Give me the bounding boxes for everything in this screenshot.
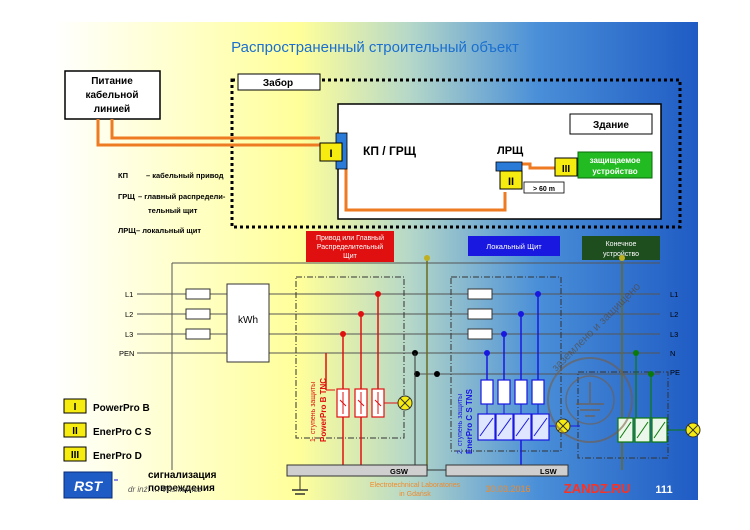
zone-end-line-2: устройство — [603, 250, 639, 258]
main-stage-signal-lamp — [397, 395, 413, 411]
zone-local-label: Локальный Щит — [486, 242, 542, 251]
supply-line-1: Питание — [91, 76, 133, 87]
power-lines — [137, 262, 660, 470]
legend-name-3: EnerPro D — [93, 451, 142, 462]
protected-device-line-1: защищаемое — [590, 156, 641, 165]
main-stage-spd: 1. ступень защиты PowerPro B TNC — [310, 291, 413, 465]
legend-mark-2: II — [72, 426, 78, 437]
gsw-label: GSW — [390, 467, 409, 476]
legend-name-2: EnerPro C S — [93, 427, 152, 438]
legend: I PowerPro B II EnerPro C S III EnerPro … — [63, 398, 152, 462]
signal-label-2: повреждения — [148, 483, 215, 494]
main-stage-label-2: PowerPro B TNC — [319, 378, 328, 442]
abbr-grsch-desc-2: тельный щит — [148, 206, 198, 215]
footer-page-number: 111 — [655, 484, 672, 496]
kwh-meter: kWh — [226, 283, 270, 363]
legend-name-1: PowerPro B — [93, 403, 150, 414]
footer: RST dr inż. … Wiśniewicz Electrotechnica… — [63, 471, 673, 499]
footer-author: dr inż. … Wiśniewicz — [128, 485, 202, 494]
abbr-lrsch-desc: – локальный щит — [136, 226, 201, 235]
local-panel-level-mark: II — [508, 176, 514, 188]
legend-item-2: II EnerPro C S — [63, 422, 152, 438]
main-panel-level-mark: I — [329, 148, 332, 160]
end-stage-spd — [617, 350, 701, 443]
end-stage-signal-lamp — [685, 422, 701, 438]
left-label-l1: L1 — [125, 290, 133, 299]
zone-main-line-1: Привод или Главный — [316, 234, 384, 242]
local-stage-spd: 2. ступень защиты EnerPro C S TNS — [457, 291, 580, 465]
lsw-label: LSW — [540, 467, 558, 476]
main-stage-label-1: 1. ступень защиты — [310, 382, 317, 442]
footer-center-1: Electrotechnical Laboratories — [370, 482, 461, 489]
building-box: Здание — [337, 103, 662, 220]
fence-label: Забор — [263, 77, 293, 89]
right-label-l3: L3 — [670, 330, 678, 339]
abbr-lrsch: ЛРЩ — [118, 226, 136, 235]
protected-device-line-2: устройство — [592, 167, 637, 176]
device-level-mark: III — [562, 164, 571, 175]
local-stage-fuses — [467, 288, 493, 340]
local-zone-box — [450, 276, 562, 452]
signal-label-1: сигнализация — [148, 470, 217, 481]
local-panel-label: ЛРЩ — [497, 145, 524, 157]
legend-mark-3: III — [71, 450, 80, 461]
protected-device: III защищаемое устройство — [554, 151, 653, 179]
end-zone-box — [577, 371, 669, 459]
footer-date: 30.03.2016 — [485, 484, 530, 494]
abbr-grsch: ГРЩ — [118, 192, 135, 201]
local-stage-label-1: 2. ступень защиты — [457, 394, 464, 454]
right-label-l1: L1 — [670, 290, 678, 299]
legend-mark-1: I — [74, 402, 77, 413]
zone-end-line-1: Конечное — [606, 241, 637, 248]
zone-main-line-2: Распределительный — [317, 243, 383, 251]
supply-line-2: кабельной — [85, 89, 138, 101]
right-line-labels: L1 L2 L3 N PE — [670, 290, 680, 377]
zone-local-header: Локальный Щит — [468, 236, 560, 256]
local-panel: ЛРЩ II > 60 m — [495, 145, 565, 194]
supply-box: Питание кабельной линией — [64, 70, 161, 120]
zone-main-header: Привод или Главный Распределительный Щит — [306, 231, 394, 262]
left-label-pen: PEN — [119, 349, 134, 358]
lsw-bar: LSW — [445, 464, 569, 477]
left-line-labels: L1 L2 L3 PEN — [119, 290, 134, 358]
abbreviation-list: КП – кабельный привод ГРЩ – главный расп… — [118, 171, 226, 235]
legend-item-3: III EnerPro D — [63, 446, 142, 462]
abbr-grsch-desc: – главный распредели- — [138, 192, 226, 201]
left-label-l2: L2 — [125, 310, 133, 319]
abbr-kp-desc: – кабельный привод — [146, 171, 224, 180]
left-label-l3: L3 — [125, 330, 133, 339]
building-label: Здание — [593, 120, 629, 131]
supply-line-3: линией — [94, 104, 130, 115]
right-label-n: N — [670, 349, 675, 358]
local-stage-label-2: EnerPro C S TNS — [465, 388, 474, 454]
legend-item-1: I PowerPro B — [63, 398, 150, 414]
distance-label: > 60 m — [533, 186, 555, 193]
slide-title: Распространенный строительный объект — [231, 39, 519, 56]
main-zone-box — [295, 276, 405, 439]
input-fuses — [185, 288, 211, 340]
zone-main-line-3: Щит — [343, 253, 357, 260]
right-label-pe: PE — [670, 368, 680, 377]
main-panel-label: КП / ГРЩ — [363, 144, 417, 158]
fence-boundary: Забор — [230, 73, 682, 229]
main-panel: I КП / ГРЩ — [319, 132, 417, 170]
footer-brand: ZANDZ.RU — [564, 481, 630, 496]
right-label-l2: L2 — [670, 310, 678, 319]
footer-logo: RST — [74, 478, 103, 494]
footer-center-2: in Gdańsk — [399, 491, 431, 498]
abbr-kp: КП — [118, 171, 128, 180]
kwh-meter-label: kWh — [238, 315, 258, 326]
